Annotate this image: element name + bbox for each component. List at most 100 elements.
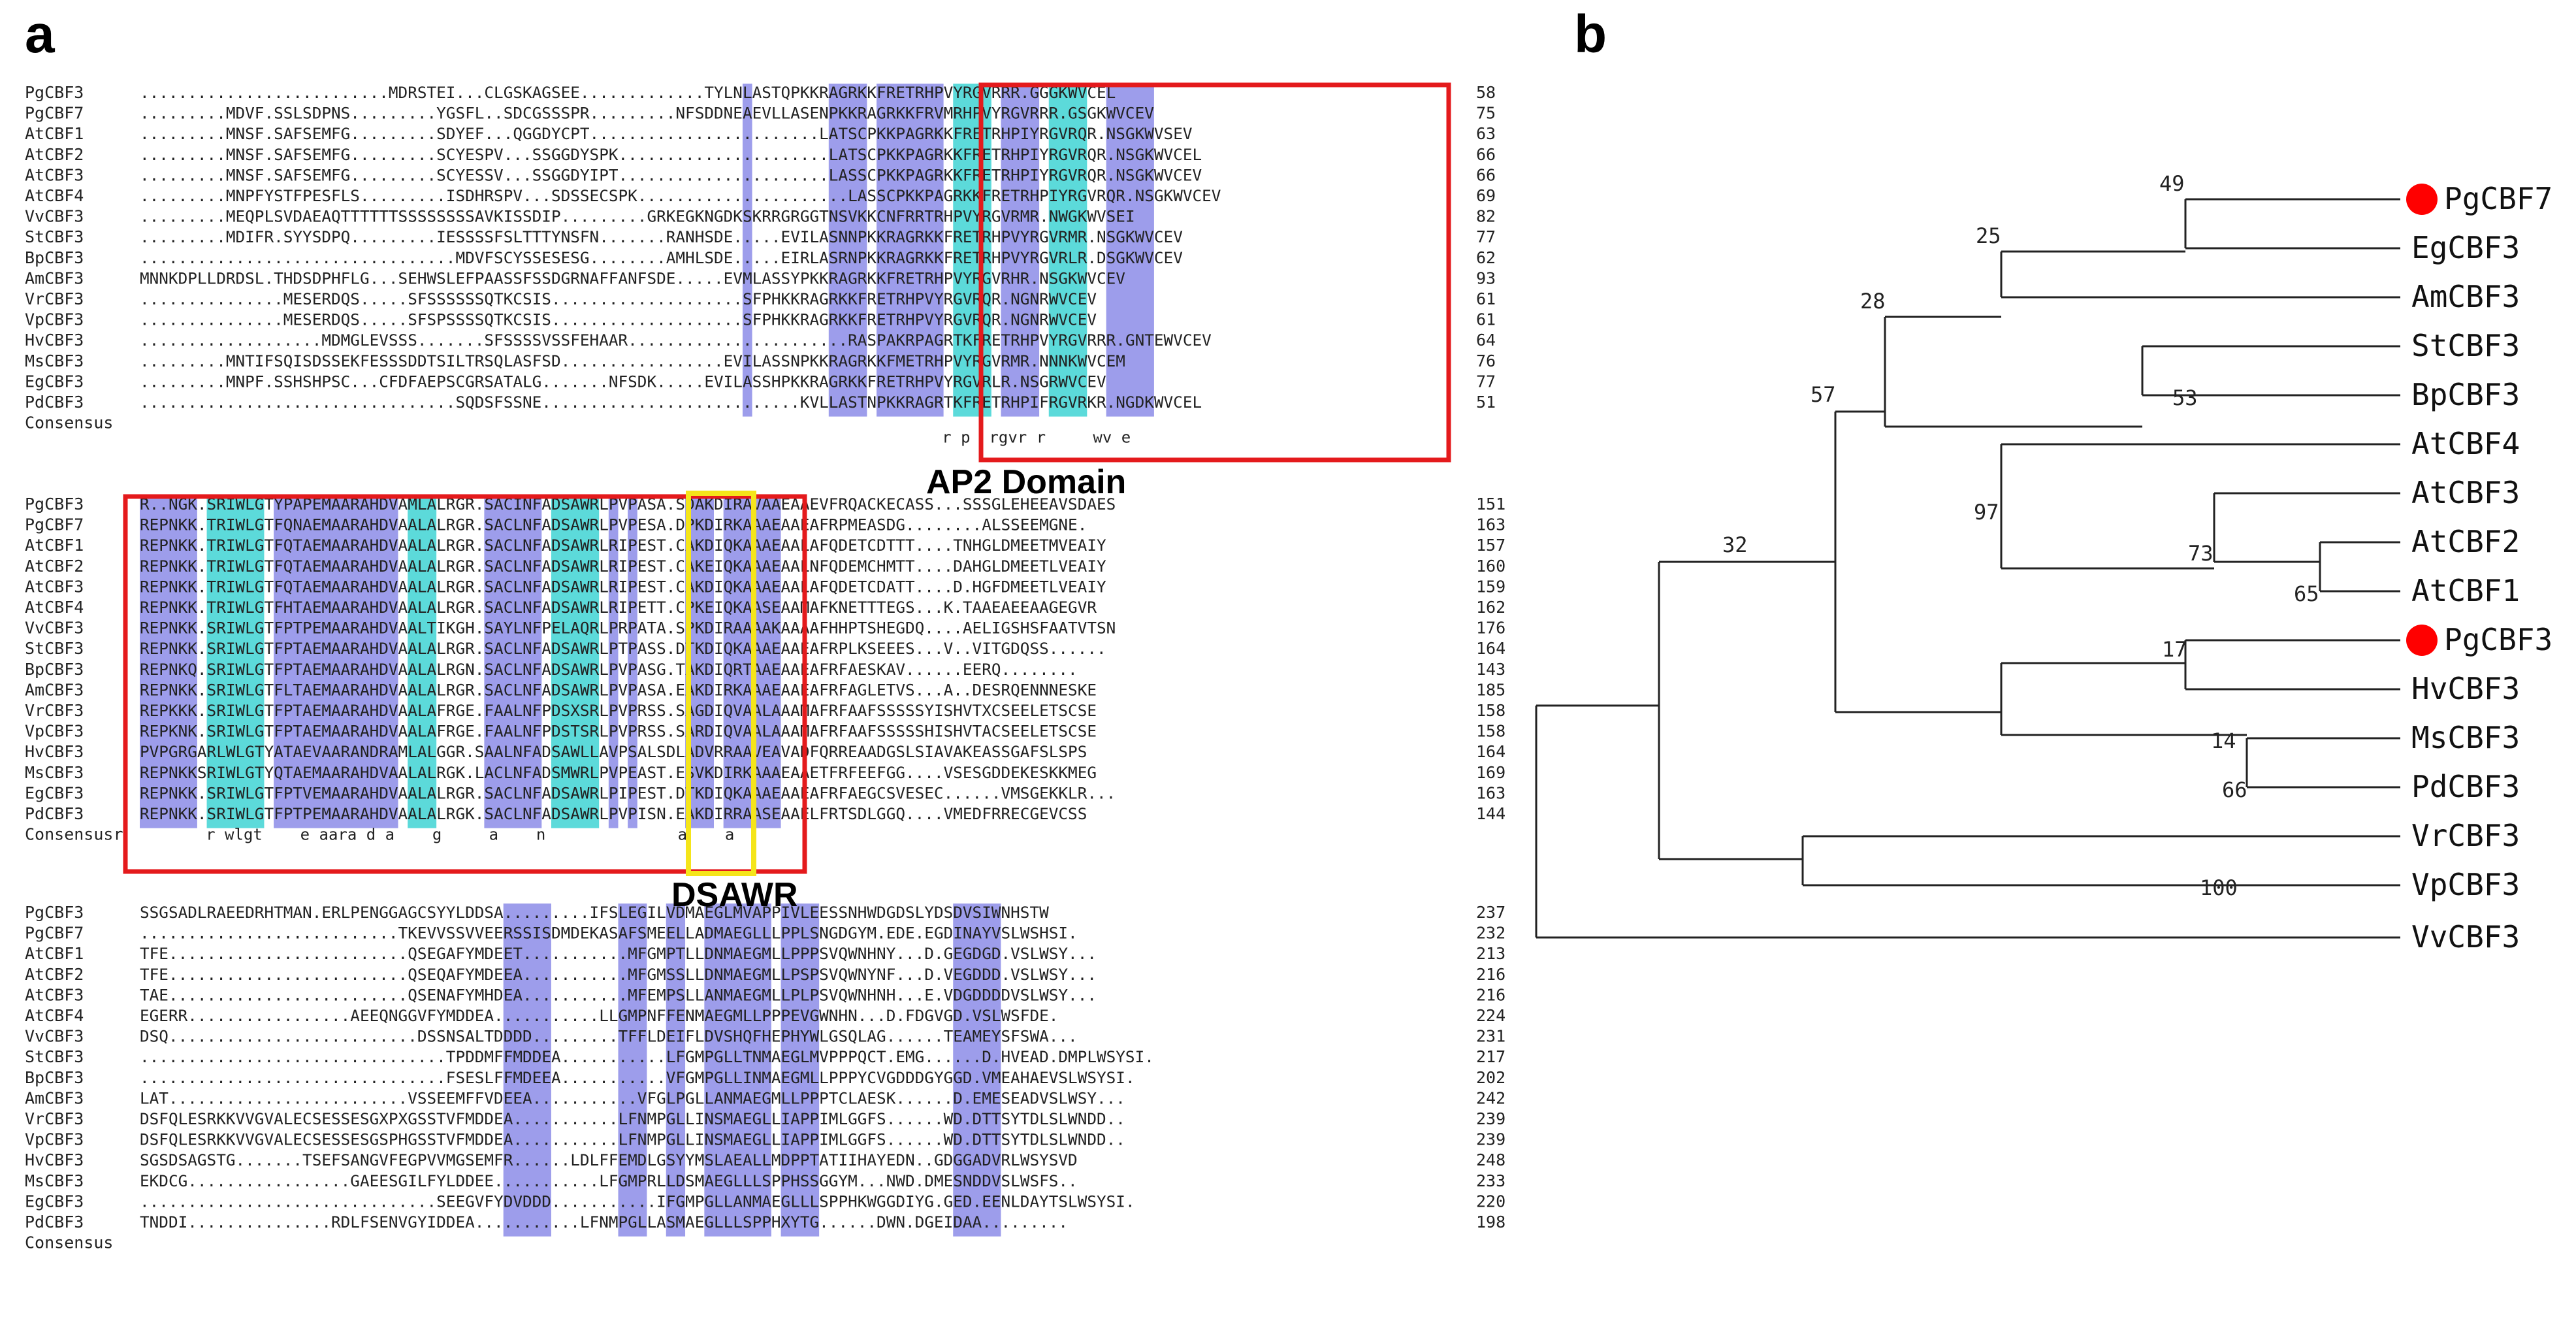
- residue-count: 202: [1476, 1068, 1505, 1087]
- phylogenetic-tree: PgCBF7EgCBF3AmCBF3StCBF3BpCBF3AtCBF4AtCB…: [1535, 171, 2552, 954]
- sequence-name: EgCBF3: [25, 372, 84, 391]
- sequence-name: PgCBF7: [25, 104, 84, 123]
- bootstrap-value: 32: [1722, 532, 1748, 557]
- sequence-residues: .........MDIFR.SYYSDPQ.........IESSSSFSL…: [140, 227, 1183, 246]
- sequence-name: VrCBF3: [25, 289, 84, 308]
- sequence-residues: .........MNPF.SSHSHPSC...CFDFAEPSCGRSATA…: [140, 372, 1106, 391]
- residue-count: 248: [1476, 1150, 1505, 1169]
- tree-leaf-label: PgCBF7: [2444, 181, 2552, 216]
- sequence-residues: DSFQLESRKKVVGVALECSESSESGXPXGSSTVFMDDEA.…: [140, 1109, 1125, 1128]
- residue-count: 144: [1476, 804, 1505, 823]
- sequence-residues: LAT.........................VSSEEMFFVDEE…: [140, 1088, 1125, 1107]
- sequence-name: AtCBF3: [25, 165, 84, 184]
- sequence-residues: REPKKK.SRIWLGTFPTAEMAARAHDVAALAFRGE.FAAL…: [140, 701, 1097, 720]
- sequence-name: VpCBF3: [25, 310, 84, 329]
- highlight-marker-icon: [2406, 625, 2438, 656]
- tree-leaf-label: AtCBF2: [2411, 524, 2520, 559]
- sequence-residues: .........MEQPLSVDAEAQTTTTTTSSSSSSSSAVKIS…: [140, 207, 1135, 226]
- residue-count: 185: [1476, 680, 1505, 699]
- consensus-label: Consensus: [25, 1233, 113, 1252]
- ap2-domain-box-continued: [123, 494, 807, 874]
- residue-count: 231: [1476, 1027, 1505, 1046]
- residue-count: 224: [1476, 1006, 1505, 1025]
- sequence-residues: ...........................TKEVVSSVVEERS…: [140, 924, 1078, 943]
- sequence-residues: REPNKK.TRIWLGTFQNAEMAARAHDVAALALRGR.SACL…: [140, 515, 1087, 534]
- sequence-name: AmCBF3: [25, 269, 84, 287]
- sequence-residues: .................................MDVFSCY…: [140, 248, 1183, 267]
- conservation-shade: [1106, 84, 1154, 417]
- tree-leaf-label: AtCBF4: [2411, 426, 2520, 461]
- residue-count: 233: [1476, 1171, 1505, 1190]
- sequence-residues: SSGSADLRAEEDRHTMAN.ERLPENGGAGCSYYLDDSA..…: [140, 903, 1049, 922]
- conservation-shade: [618, 904, 647, 1237]
- sequence-residues: REPNKQ.SRIWLGTFPTAEMAARAHDVAALALRGN.SACL…: [140, 660, 1078, 679]
- residue-count: 176: [1476, 619, 1505, 638]
- panel-letter-a: a: [25, 5, 55, 64]
- bootstrap-value: 17: [2162, 637, 2187, 662]
- ap2-domain-box: [978, 82, 1451, 463]
- sequence-residues: REPNKK.SRIWLGTFPTVEMAARAHDVAALALRGR.SACL…: [140, 783, 1116, 802]
- sequence-residues: REPNKK.TRIWLGTFQTAEMAARAHDVAALALRGR.SACL…: [140, 536, 1106, 555]
- sequence-residues: ...................MDMGLEVSSS.......SFSS…: [140, 331, 1212, 350]
- sequence-residues: ................................TPDDMFFM…: [140, 1047, 1154, 1066]
- residue-count: 51: [1476, 393, 1496, 412]
- sequence-name: VpCBF3: [25, 722, 84, 741]
- residue-count: 162: [1476, 598, 1505, 617]
- conservation-shade: [877, 84, 944, 417]
- sequence-residues: MNNKDPLLDRDSL.THDSDPHFLG...SEHWSLEFPAASS…: [140, 269, 1125, 287]
- sequence-name: AtCBF1: [25, 944, 84, 963]
- tree-leaf-label: VpCBF3: [2411, 867, 2520, 902]
- conservation-shade: [551, 495, 600, 828]
- sequence-name: AtCBF2: [25, 965, 84, 984]
- sequence-name: PdCBF3: [25, 804, 84, 823]
- tree-leaf-label: EgCBF3: [2411, 230, 2520, 265]
- residue-count: 159: [1476, 577, 1505, 596]
- bootstrap-value: 57: [1811, 382, 1836, 407]
- residue-count: 220: [1476, 1192, 1505, 1211]
- residue-count: 217: [1476, 1047, 1505, 1066]
- sequence-residues: REPNKK.SRIWLGTFLTAEMAARAHDVAALALRGR.SACL…: [140, 680, 1097, 699]
- residue-count: 66: [1476, 165, 1496, 184]
- sequence-residues: REPNKK.SRIWLGTFPTPEMAARAHDVAALALRGK.SACL…: [140, 804, 1087, 823]
- conservation-shade: [484, 495, 542, 828]
- sequence-residues: DSQ..........................DSSNSALTDDD…: [140, 1027, 1078, 1046]
- highlight-marker-icon: [2406, 184, 2438, 215]
- tree-branches: [1535, 198, 2400, 939]
- conservation-shade: [666, 904, 686, 1237]
- sequence-residues: TFE.........................QSEQAFYMDEEA…: [140, 965, 1097, 984]
- sequence-name: PgCBF3: [25, 903, 84, 922]
- sequence-name: VvCBF3: [25, 1027, 84, 1046]
- tree-leaf-label: PdCBF3: [2411, 769, 2520, 804]
- sequence-name: HvCBF3: [25, 1150, 84, 1169]
- sequence-residues: REPNKK.TRIWLGTFQTAEMAARAHDVAALALRGR.SACL…: [140, 557, 1106, 576]
- sequence-residues: DSFQLESRKKVVGVALECSESSESGSPHGSSTVFMDDEA.…: [140, 1130, 1125, 1149]
- conservation-shade: [742, 84, 752, 417]
- sequence-name: PdCBF3: [25, 1213, 84, 1231]
- tree-leaf-label: HvCBF3: [2411, 671, 2520, 706]
- panel-letter-b: b: [1574, 5, 1607, 64]
- sequence-name: HvCBF3: [25, 742, 84, 761]
- residue-count: 93: [1476, 269, 1496, 287]
- sequence-name: MsCBF3: [25, 763, 84, 782]
- sequence-name: BpCBF3: [25, 1068, 84, 1087]
- residue-count: 216: [1476, 985, 1505, 1004]
- residue-count: 75: [1476, 104, 1496, 123]
- sequence-residues: PVPGRGARLWLGTYATAEVAARANDRAMLALGGR.SAALN…: [140, 742, 1087, 761]
- sequence-name: HvCBF3: [25, 331, 84, 350]
- sequence-name: VvCBF3: [25, 207, 84, 226]
- sequence-name: VpCBF3: [25, 1130, 84, 1149]
- sequence-name: VrCBF3: [25, 701, 84, 720]
- sequence-residues: TFE.........................QSEGAFYMDEET…: [140, 944, 1097, 963]
- sequence-residues: .................................SQDSFSS…: [140, 393, 1202, 412]
- tree-leaf-label: MsCBF3: [2411, 720, 2520, 755]
- residue-count: 58: [1476, 83, 1496, 102]
- sequence-name: AmCBF3: [25, 1088, 84, 1107]
- residue-count: 239: [1476, 1130, 1505, 1149]
- sequence-name: PdCBF3: [25, 393, 84, 412]
- sequence-name: VrCBF3: [25, 1109, 84, 1128]
- conservation-shade: [628, 495, 637, 828]
- residue-count: 169: [1476, 763, 1505, 782]
- tree-leaf-label: VvCBF3: [2411, 919, 2520, 954]
- dsawr-motif-box: [686, 491, 756, 876]
- consensus-sequence: r wlgt e aara d a g a n a a: [140, 826, 734, 844]
